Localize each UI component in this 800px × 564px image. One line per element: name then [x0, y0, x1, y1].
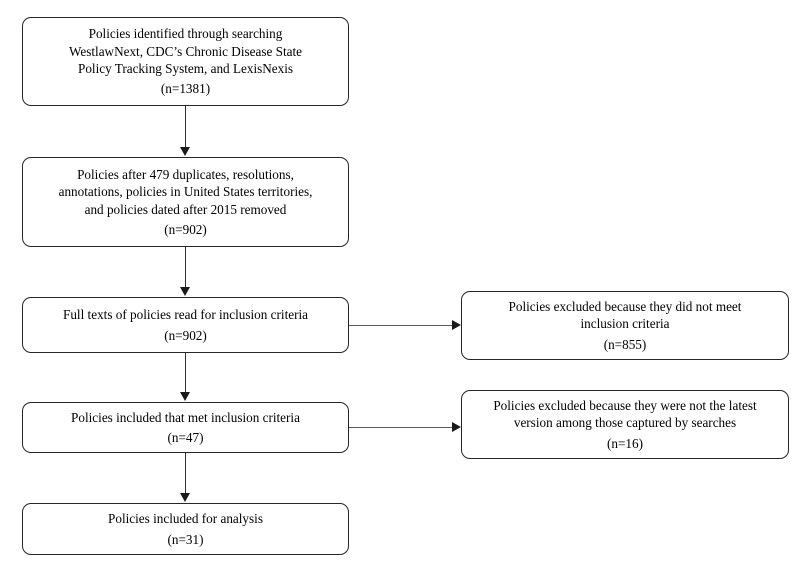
node-line: annotations, policies in United States t…	[58, 184, 313, 200]
node-count: (n=855)	[603, 336, 647, 352]
node-policies-included-for-analysis: Policies included for analysis (n=31)	[22, 503, 349, 555]
arrowhead-down-icon	[179, 493, 190, 502]
node-count: (n=902)	[164, 221, 207, 237]
node-policies-identified: Policies identified through searching We…	[22, 17, 349, 106]
node-line: inclusion criteria	[580, 316, 670, 332]
arrow-after-duplicates-to-full-texts	[185, 247, 186, 288]
node-line: Policies included that met inclusion cri…	[71, 409, 300, 425]
arrow-full-texts-to-excluded-criteria	[349, 325, 453, 326]
node-excluded-not-meeting-criteria: Policies excluded because they did not m…	[461, 291, 789, 360]
arrowhead-right-icon	[452, 421, 461, 432]
node-line: Policies after 479 duplicates, resolutio…	[77, 166, 294, 182]
arrow-included-to-excluded-version	[349, 427, 453, 428]
node-full-texts-read: Full texts of policies read for inclusio…	[22, 297, 349, 353]
node-line: WestlawNext, CDC’s Chronic Disease State	[69, 43, 302, 59]
node-count: (n=31)	[167, 531, 204, 547]
node-count: (n=1381)	[160, 81, 211, 97]
node-excluded-not-latest-version: Policies excluded because they were not …	[461, 390, 789, 459]
node-count: (n=47)	[167, 430, 204, 445]
node-line: and policies dated after 2015 removed	[84, 201, 287, 217]
arrowhead-down-icon	[179, 392, 190, 401]
node-policies-after-duplicates: Policies after 479 duplicates, resolutio…	[22, 157, 349, 247]
node-line: Policies identified through searching	[88, 26, 283, 42]
node-line: Policies excluded because they did not m…	[508, 298, 742, 314]
arrow-identified-to-after-duplicates	[185, 106, 186, 148]
node-line: version among those captured by searches	[513, 415, 737, 431]
node-line: Policy Tracking System, and LexisNexis	[77, 61, 294, 76]
arrow-full-texts-to-included	[185, 353, 186, 393]
node-count: (n=902)	[164, 327, 207, 343]
arrowhead-right-icon	[452, 319, 461, 330]
node-count: (n=16)	[606, 435, 643, 451]
node-policies-included-met-criteria: Policies included that met inclusion cri…	[22, 402, 349, 453]
arrowhead-down-icon	[179, 147, 190, 156]
arrow-included-to-analysis	[185, 453, 186, 494]
node-line: Policies included for analysis	[108, 511, 263, 527]
node-line: Policies excluded because they were not …	[493, 397, 757, 413]
node-line: Full texts of policies read for inclusio…	[63, 307, 308, 323]
arrowhead-down-icon	[179, 287, 190, 296]
